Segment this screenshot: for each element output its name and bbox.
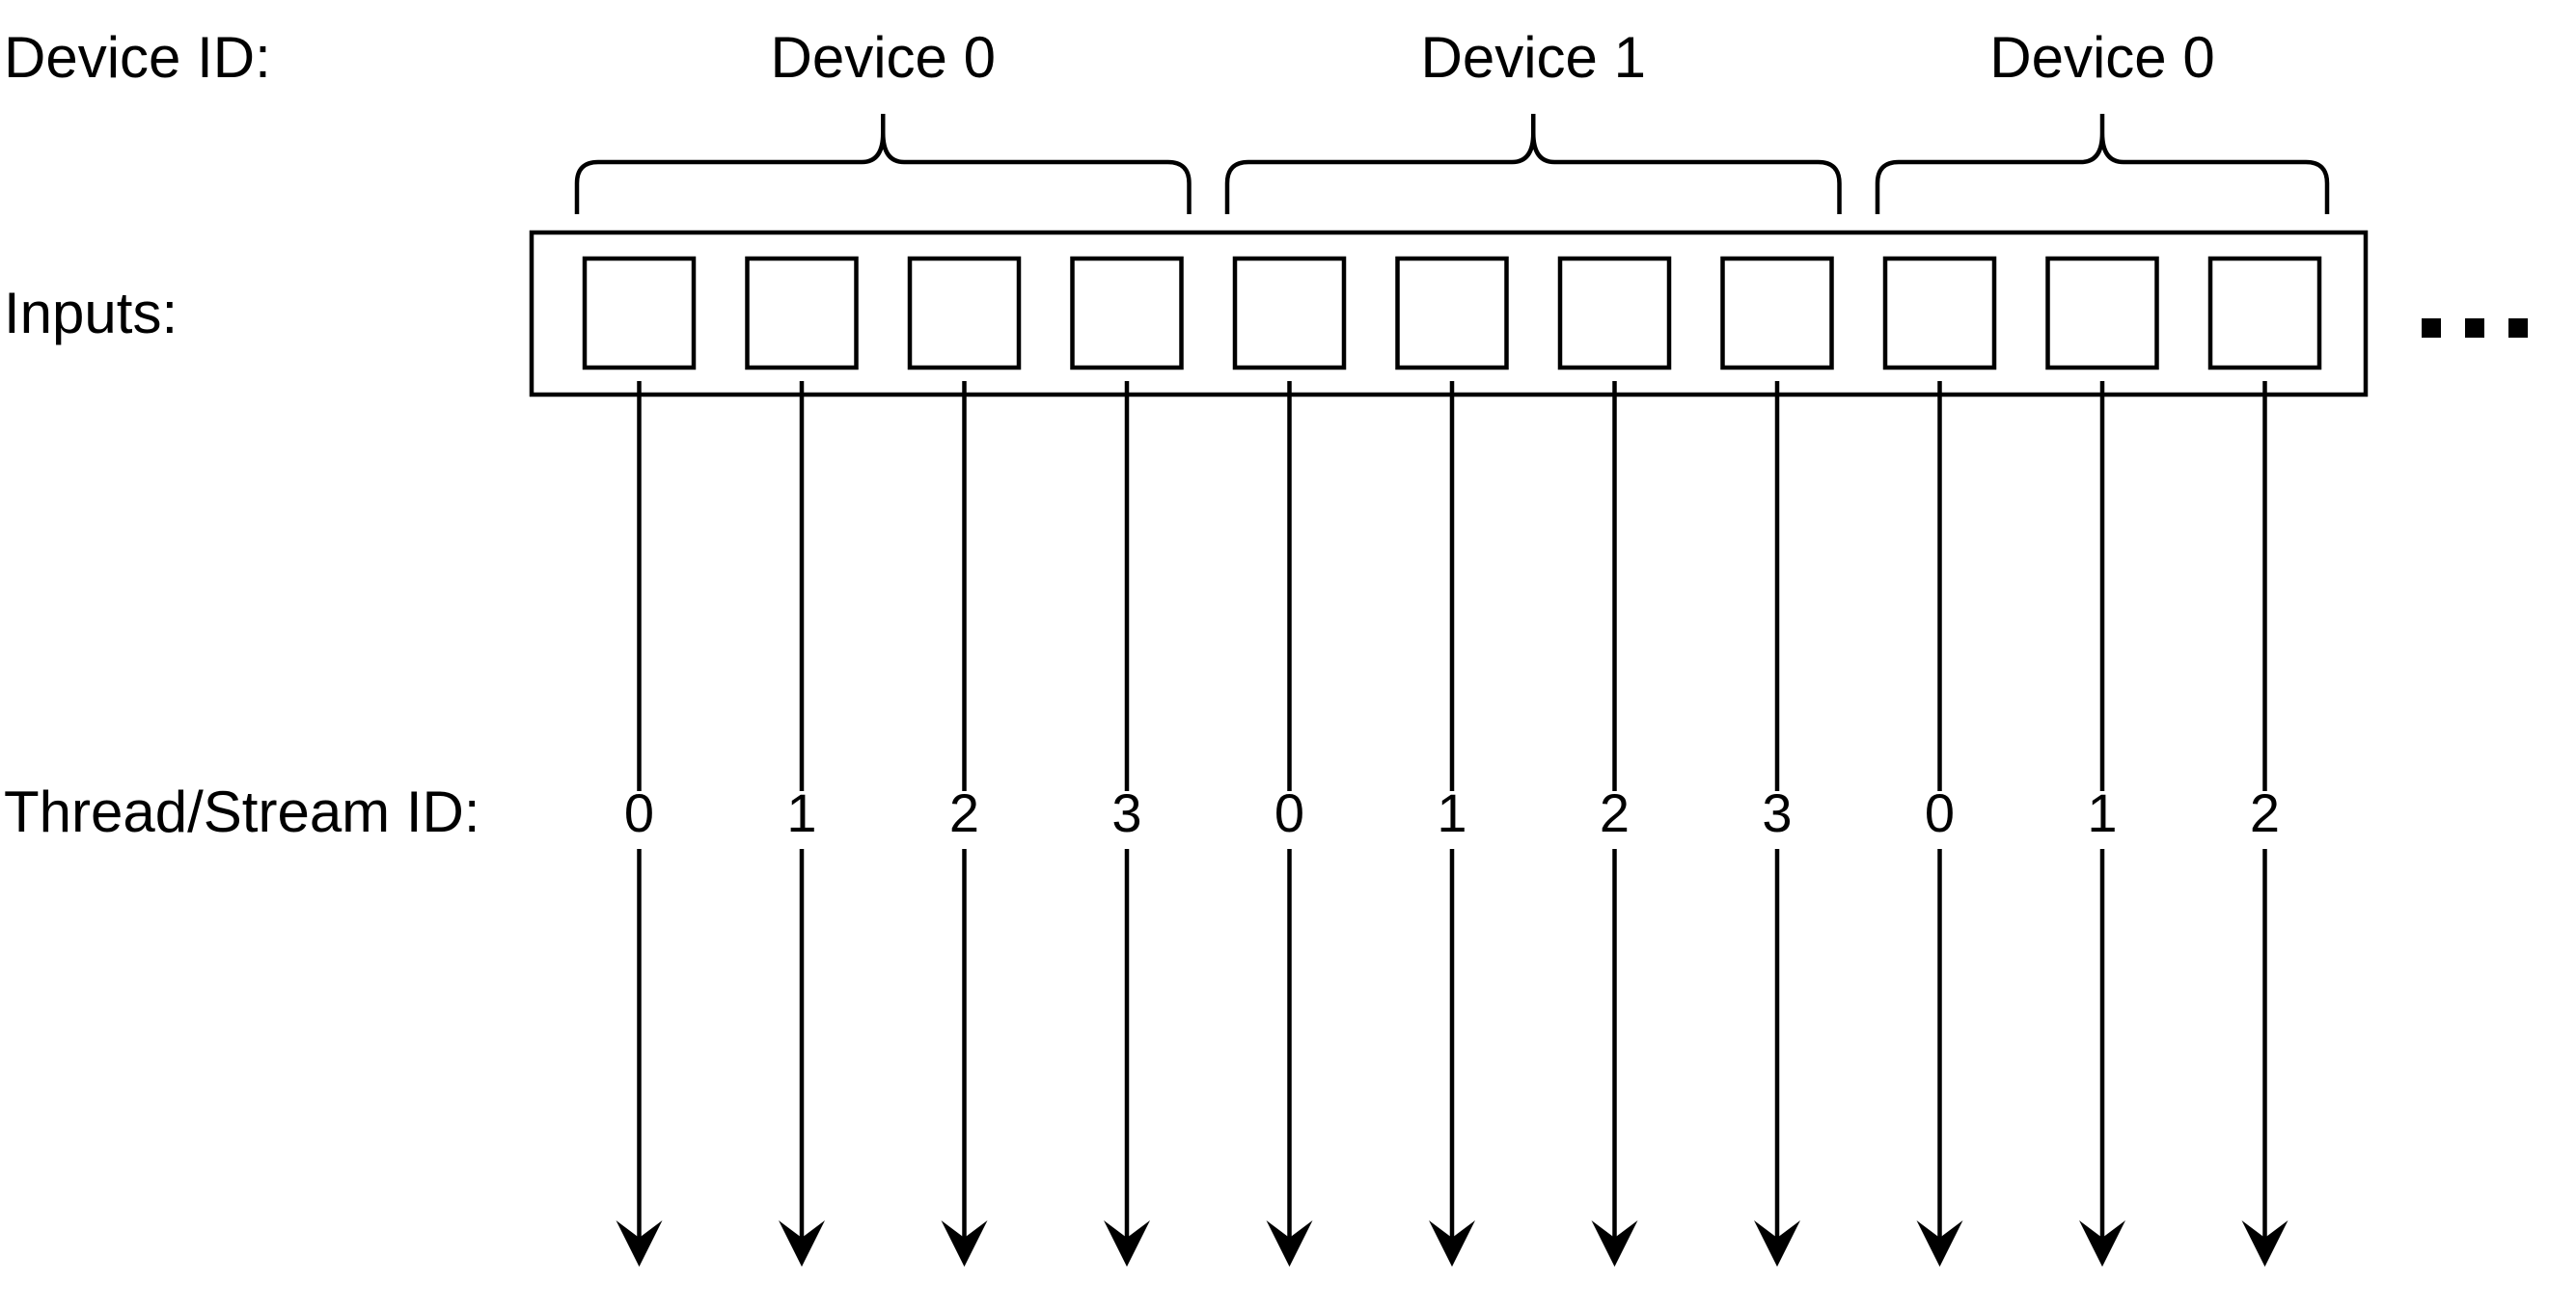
thread-id-label: 2: [2250, 782, 2280, 843]
arrowhead: [2079, 1220, 2125, 1267]
thread-id-label: 0: [1925, 782, 1955, 843]
thread-id-label: 1: [2087, 782, 2117, 843]
thread-arrow: 0: [1916, 381, 1963, 1267]
arrowhead: [1591, 1220, 1638, 1267]
thread-id-label: 1: [786, 782, 816, 843]
input-cells: [582, 256, 2322, 370]
input-cell: [745, 256, 859, 370]
thread-id-label: 0: [624, 782, 654, 843]
input-cell: [1882, 256, 1997, 370]
input-cell: [1070, 256, 1184, 370]
ellipsis-dot: [2508, 318, 2528, 338]
input-cell: [582, 256, 697, 370]
thread-arrow: 1: [779, 381, 825, 1267]
arrowhead: [941, 1220, 988, 1267]
device-group: Device 1: [1224, 25, 1842, 214]
thread-arrow: 2: [1591, 381, 1638, 1267]
thread-id-label: 2: [1600, 782, 1630, 843]
thread-id-label: 2: [949, 782, 979, 843]
input-cell: [1720, 256, 1834, 370]
input-cell: [907, 256, 1022, 370]
thread-arrow: 1: [1429, 381, 1475, 1267]
arrowhead: [779, 1220, 825, 1267]
device-brace: [1224, 114, 1842, 214]
arrowhead: [616, 1220, 663, 1267]
ellipsis-dot: [2422, 318, 2441, 338]
arrowhead: [1104, 1220, 1150, 1267]
input-cell: [2207, 256, 2322, 370]
input-cell: [1395, 256, 1509, 370]
thread-arrow: 1: [2079, 381, 2125, 1267]
input-cell: [1557, 256, 1672, 370]
arrowhead: [1916, 1220, 1963, 1267]
device-group: Device 0: [1875, 25, 2330, 214]
thread-id-label: 0: [1274, 782, 1304, 843]
device-id-row-label: Device ID:: [4, 25, 271, 90]
input-cell: [1232, 256, 1347, 370]
arrowhead: [2241, 1220, 2288, 1267]
ellipsis-dot: [2465, 318, 2484, 338]
device-label: Device 0: [771, 25, 996, 90]
arrowhead: [1429, 1220, 1475, 1267]
thread-id-label: 3: [1762, 782, 1792, 843]
thread-id-label: 1: [1437, 782, 1466, 843]
inputs-row-label: Inputs:: [4, 281, 178, 345]
device-brace: [574, 114, 1192, 214]
thread-stream-id-row-label: Thread/Stream ID:: [4, 780, 480, 844]
device-label: Device 1: [1421, 25, 1646, 90]
device-group: Device 0: [574, 25, 1192, 214]
input-cell: [2045, 256, 2159, 370]
thread-arrow: 2: [941, 381, 988, 1267]
thread-arrow: 0: [616, 381, 663, 1267]
more-inputs-ellipsis: [2422, 318, 2528, 338]
thread-arrows: 0 1 2 3 0 1 2 3 0 1 2: [616, 381, 2288, 1267]
device-label: Device 0: [1989, 25, 2214, 90]
device-groups: Device 0 Device 1 Device 0: [574, 25, 2330, 214]
device-brace: [1875, 114, 2330, 214]
thread-arrow: 0: [1266, 381, 1313, 1267]
thread-arrow: 3: [1754, 381, 1800, 1267]
arrowhead: [1266, 1220, 1313, 1267]
thread-id-label: 3: [1111, 782, 1141, 843]
input-buffer: [529, 230, 2369, 397]
arrowhead: [1754, 1220, 1800, 1267]
thread-arrow: 2: [2241, 381, 2288, 1267]
thread-arrow: 3: [1104, 381, 1150, 1267]
